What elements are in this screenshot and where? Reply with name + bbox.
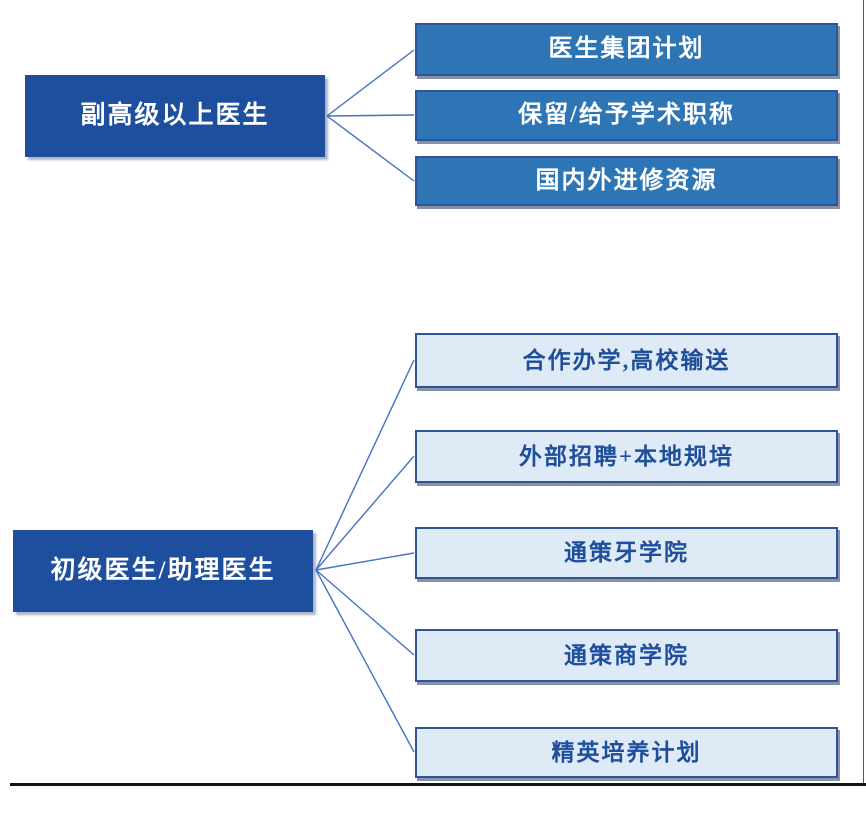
target-label: 合作办学,高校输送	[522, 347, 731, 373]
target-label: 医生集团计划	[548, 36, 705, 63]
target-label: 精英培养计划	[551, 739, 702, 765]
target-label: 保留/给予学术职称	[518, 102, 735, 129]
target-label: 外部招聘+本地规培	[518, 443, 735, 469]
target-label: 通策商学院	[564, 642, 689, 668]
target-box-external-recruiting: 外部招聘+本地规培	[415, 430, 838, 483]
source-label-senior: 副高级以上医生	[80, 102, 270, 130]
right-frame-line	[863, 0, 864, 786]
target-box-elite-training: 精英培养计划	[415, 727, 838, 778]
target-box-cooperative-schooling: 合作办学,高校输送	[415, 333, 838, 388]
source-box-junior-doctors: 初级医生/助理医生	[13, 530, 313, 612]
target-box-dental-college: 通策牙学院	[415, 527, 838, 579]
target-box-doctor-group-plan: 医生集团计划	[415, 23, 838, 76]
target-label: 通策牙学院	[564, 540, 689, 566]
target-box-study-resources: 国内外进修资源	[415, 156, 838, 206]
source-box-senior-doctors: 副高级以上医生	[25, 75, 325, 157]
target-box-academic-titles: 保留/给予学术职称	[415, 90, 838, 141]
target-label: 国内外进修资源	[535, 167, 718, 194]
bottom-frame-line	[10, 783, 866, 786]
target-box-business-school: 通策商学院	[415, 629, 838, 682]
source-label-junior: 初级医生/助理医生	[50, 557, 276, 585]
